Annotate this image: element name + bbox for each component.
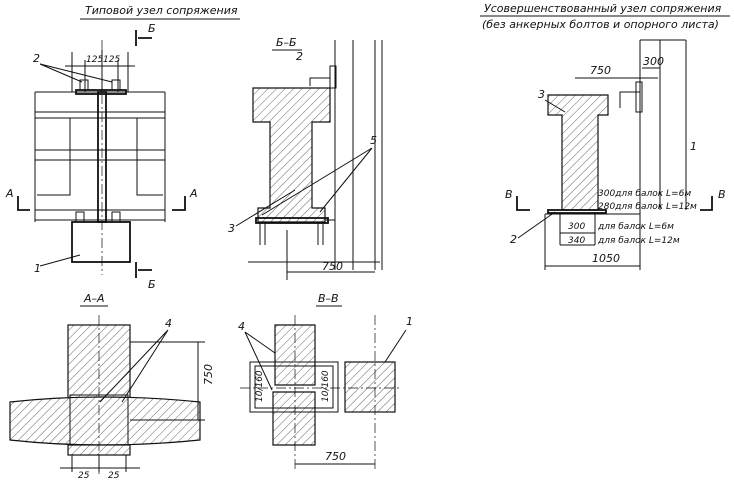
bottom-column	[71, 221, 131, 263]
section-mark-bottom: Б	[148, 278, 156, 291]
section-marker-top	[135, 30, 152, 46]
dim-25-lines	[60, 455, 140, 472]
dim-750-vertical: 750	[202, 364, 215, 385]
leader-5	[261, 147, 373, 216]
label-1: 1	[406, 315, 413, 328]
leader-2	[39, 63, 113, 83]
leader-4	[99, 329, 169, 403]
note-280-12m: 280для балок L=12м	[598, 202, 697, 212]
beam-lines	[34, 91, 166, 222]
dim-25-left: 25	[78, 471, 90, 481]
bracket	[619, 81, 643, 113]
beam-end-hatched	[344, 361, 396, 413]
cut-a-right: А	[189, 187, 198, 200]
note-12m: для балок L=12м	[597, 236, 680, 246]
leader-4	[244, 331, 276, 391]
section-aa-title: А–А	[83, 292, 105, 305]
improved-subtitle: (без анкерных болтов и опорного листа)	[482, 18, 719, 31]
plate-left: 10/160	[255, 370, 265, 402]
anchors	[248, 223, 380, 263]
label-5: 5	[370, 134, 377, 147]
section-aa-view: А–А 750 4 25 25	[9, 292, 215, 481]
label-1: 1	[34, 262, 41, 275]
label-4: 4	[165, 317, 172, 330]
bolt-right	[111, 79, 121, 91]
improved-title: Усовершенствованный узел сопряжения	[484, 2, 722, 15]
dim-125-right: 125	[103, 55, 120, 65]
typical-title: Типовой узел сопряжения	[85, 4, 238, 17]
column-section-hatched	[252, 87, 331, 223]
stiffeners	[37, 118, 163, 196]
dim-lines-top	[575, 67, 660, 79]
beam-hatched	[9, 396, 201, 446]
bracket-2	[309, 65, 337, 89]
cut-markers-aa	[17, 196, 186, 211]
base-plate	[255, 217, 329, 224]
dim-300: 300	[643, 55, 664, 68]
wall-lines	[639, 39, 687, 270]
label-2: 2	[33, 52, 40, 65]
plate-frame-inner	[254, 365, 334, 409]
plate-frame-outer	[249, 361, 339, 413]
leader-3	[544, 99, 566, 113]
label-3: 3	[538, 88, 545, 101]
section-vv-title: В–В	[318, 292, 339, 305]
dim-340: 340	[568, 236, 585, 246]
dim-750-lines	[130, 341, 205, 421]
leader-3	[235, 189, 296, 227]
plate-right: 10/160	[321, 370, 331, 402]
column-lower-hatched	[272, 391, 316, 446]
label-3: 3	[228, 222, 235, 235]
dim-750: 750	[325, 450, 346, 463]
typical-joint-view: Типовой узел сопряжения Б 125 125 2 А А …	[5, 4, 240, 291]
label-2: 2	[296, 50, 303, 63]
cut-markers-vv	[516, 196, 713, 211]
section-marker-bottom	[135, 262, 152, 278]
leader-2	[517, 211, 556, 239]
section-bb-title: Б–Б	[276, 36, 297, 49]
note-300-6m: 300для балок L=6м	[598, 189, 691, 199]
dim-25-right: 25	[108, 471, 120, 481]
leader-1	[384, 329, 407, 363]
label-1: 1	[690, 140, 697, 153]
support-plate	[547, 209, 607, 214]
dim-125-left: 125	[86, 55, 103, 65]
improved-joint-view: Усовершенствованный узел сопряжения (без…	[480, 2, 730, 270]
cut-a-left: А	[5, 187, 14, 200]
cut-v-right: В	[718, 188, 726, 201]
dim-lines-bottom	[544, 213, 640, 270]
label-4: 4	[238, 320, 245, 333]
wall-lines	[325, 40, 383, 270]
cut-v-left: В	[505, 188, 513, 201]
dim-750: 750	[590, 64, 611, 77]
dim-300-bottom: 300	[568, 222, 585, 232]
dim-750-line	[286, 230, 375, 280]
section-vv-view: В–В 10/160 10/160 750 4 1	[238, 292, 413, 470]
note-6m: для балок L=6м	[597, 222, 674, 232]
label-2: 2	[510, 233, 517, 246]
leader-1	[39, 254, 81, 267]
section-mark-top: Б	[148, 22, 156, 35]
dim-750: 750	[322, 260, 343, 273]
section-bb-view: Б–Б 750 2 3 5	[228, 36, 383, 280]
dim-1050: 1050	[592, 252, 620, 265]
